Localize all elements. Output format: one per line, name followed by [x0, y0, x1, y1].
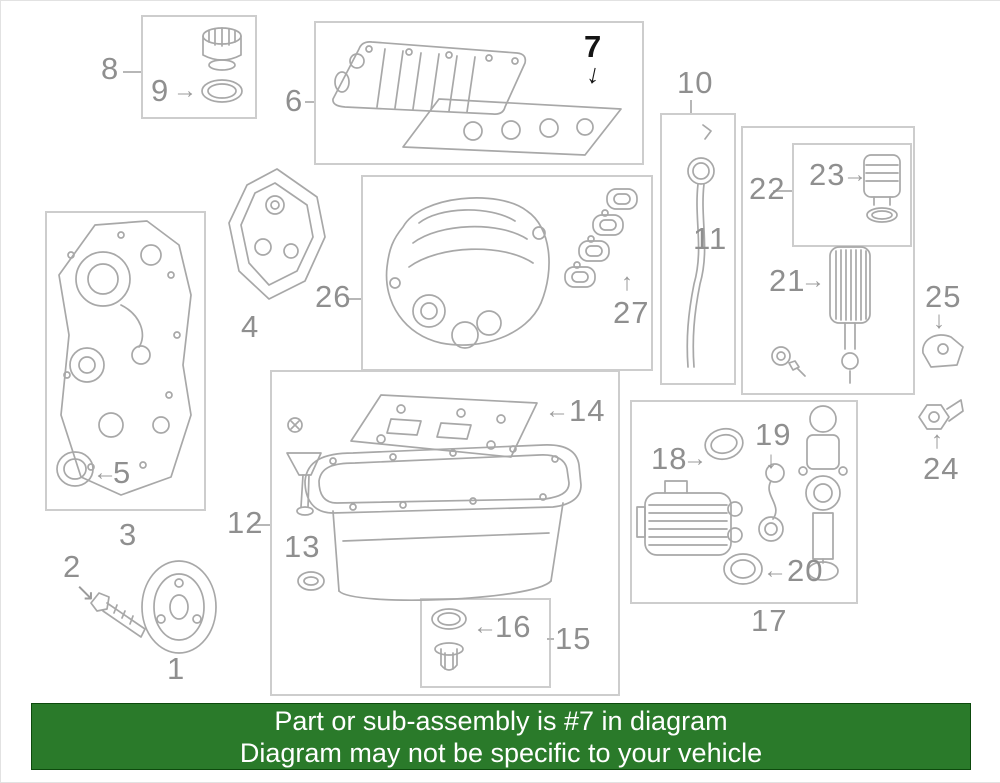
callout-14: 14 [569, 393, 606, 428]
oil-pan-art [293, 441, 599, 613]
callout-11: 11 [693, 221, 728, 256]
group-box-front-cover [45, 211, 206, 511]
callout-20-arrow-icon: ← [763, 557, 787, 584]
callout-25-arrow-icon: ↓ [933, 307, 945, 334]
callout-2-arrow-icon: ↘ [75, 579, 96, 606]
callout-9: 9 [151, 73, 170, 108]
group-box-oil-pan [270, 370, 620, 696]
group-box-oil-filter [741, 126, 915, 395]
group-box-oil-cooler [630, 400, 858, 604]
group-box-dipstick [660, 113, 736, 385]
callout-21: 21 [769, 263, 806, 298]
callout-12: 12 [227, 505, 264, 540]
gasket-shape [402, 98, 622, 156]
callout-23: 23 [809, 157, 846, 192]
callout-17: 17 [751, 603, 788, 638]
intake-gasket-set-art [557, 183, 649, 295]
intake-manifold-art [369, 183, 561, 361]
callout-22: 22 [749, 171, 786, 206]
callout-25: 25 [925, 279, 962, 314]
cooler-gasket-art [699, 419, 749, 469]
callout-10: 10 [677, 65, 714, 100]
sensor-bolt-art [907, 383, 967, 437]
callout-18-arrow-icon: → [683, 445, 707, 472]
notice-banner: Part or sub-assembly is #7 in diagram Di… [31, 703, 971, 770]
callout-15: 15 [555, 621, 592, 656]
callout-8: 8 [101, 51, 120, 86]
callout-27-arrow-icon: ↑ [621, 269, 633, 296]
callout-5-arrow-icon: ← [93, 459, 117, 486]
oil-cap-art [191, 21, 253, 79]
callout-9-arrow-icon: → [173, 77, 197, 104]
oil-baffle-art [341, 379, 555, 467]
callout-18: 18 [651, 441, 688, 476]
oil-filter-cap-art [857, 147, 907, 239]
connector-line [690, 100, 692, 113]
callout-20: 20 [787, 553, 824, 588]
callout-4: 4 [241, 309, 260, 344]
callout-6: 6 [285, 83, 304, 118]
connector-line [773, 190, 792, 192]
callout-19: 19 [755, 417, 792, 452]
callout-16-arrow-icon: ← [473, 613, 497, 640]
connector-line [305, 101, 314, 103]
connector-line [547, 638, 554, 640]
callout-13: 13 [284, 529, 321, 564]
timing-cover-art [213, 159, 335, 309]
front-cover-art [51, 215, 197, 503]
connector-line [347, 298, 361, 300]
callout-3: 3 [119, 517, 138, 552]
group-box-valve-cover [314, 21, 644, 165]
callout-1: 1 [167, 651, 186, 686]
cooler-connector-art [745, 461, 803, 549]
callout-24-arrow-icon: ↑ [931, 427, 943, 454]
callout-24: 24 [923, 451, 960, 486]
callout-26: 26 [315, 279, 352, 314]
drain-plug-kit-art [425, 603, 473, 681]
notice-banner-line2: Diagram may not be specific to your vehi… [239, 737, 763, 768]
callout-19-arrow-icon: ↓ [765, 447, 777, 474]
group-box-filter-cap [792, 143, 912, 247]
crank-pulley-art [135, 557, 221, 657]
notice-banner-line1: Part or sub-assembly is #7 in diagram [274, 705, 728, 736]
pulley-bolt-art [83, 585, 153, 643]
callout-5: 5 [113, 455, 132, 490]
callout-23-arrow-icon: → [843, 161, 867, 188]
filter-housing-art [791, 401, 855, 597]
dipstick-art [667, 119, 729, 375]
oil-pickup-art [281, 415, 329, 527]
oil-filter-element-art [821, 241, 879, 387]
oil-cooler-art [635, 467, 747, 573]
group-box-oil-cap [141, 15, 257, 119]
cooler-seal-art [719, 547, 767, 591]
cap-seal-art [197, 75, 247, 107]
connector-line [123, 71, 141, 73]
callout-14-arrow-icon: ← [545, 397, 569, 424]
callout-21-arrow-icon: → [801, 267, 825, 294]
group-box-plug-kit [420, 598, 551, 688]
callout-16: 16 [495, 609, 532, 644]
callout-2: 2 [63, 549, 82, 584]
connector-line [253, 524, 270, 526]
filter-bolt-washer-art [767, 343, 809, 385]
valve-cover-art [319, 27, 545, 121]
callout-7-highlighted: 7 [584, 29, 603, 64]
crank-seal-art [53, 445, 97, 493]
bracket-art [915, 327, 969, 373]
valve-cover-gasket-highlighted-art [389, 81, 629, 161]
callout-27: 27 [613, 295, 650, 330]
